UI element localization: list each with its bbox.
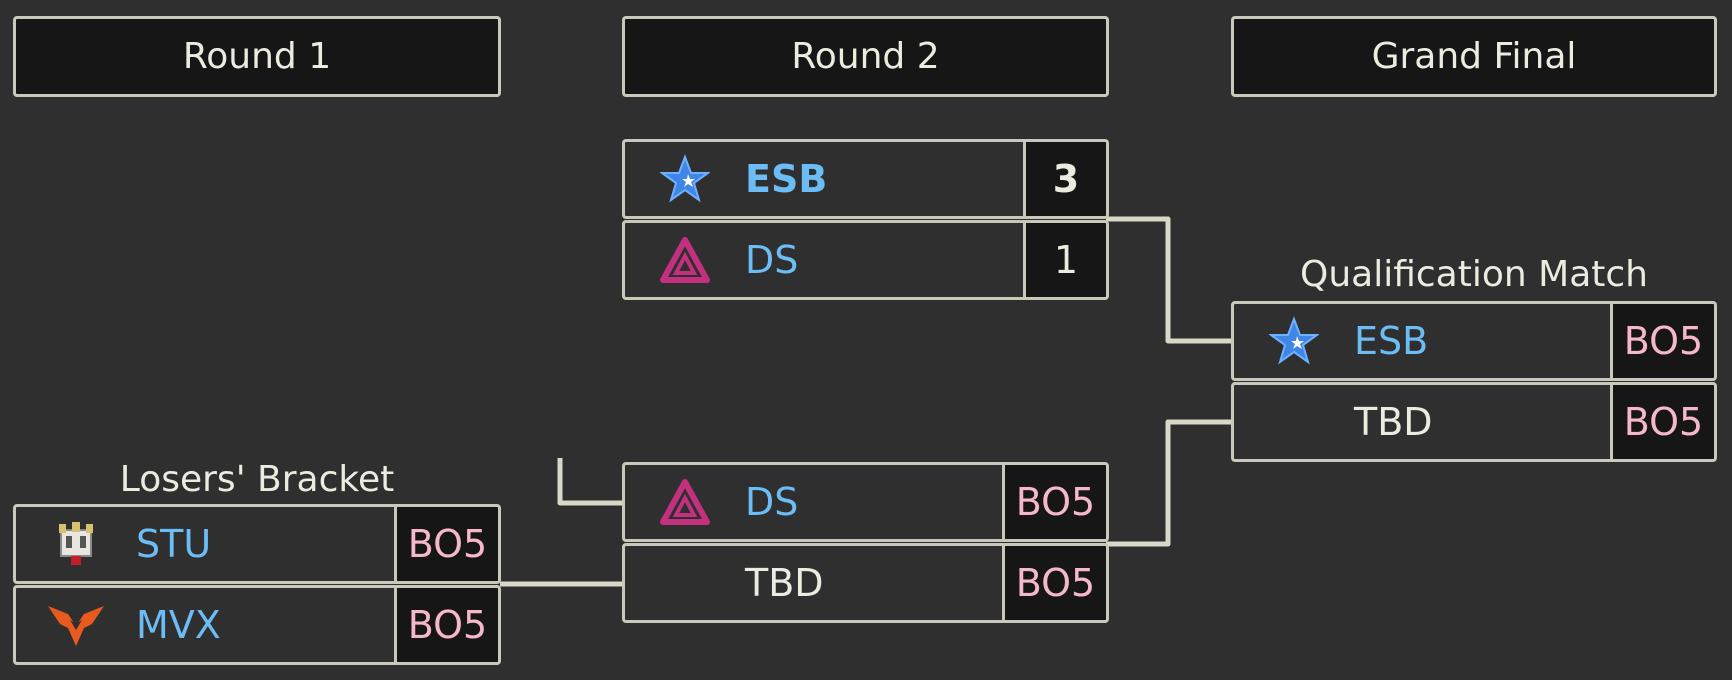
round-2-header: Round 2 <box>622 16 1109 97</box>
castle-crest-icon <box>16 507 136 581</box>
star-icon <box>625 142 745 216</box>
team-name: ESB <box>745 157 828 201</box>
grand-final-title: Grand Final <box>1371 36 1577 77</box>
qualification-team2-slot[interactable]: TBD BO5 <box>1231 382 1717 462</box>
upper-match-team2-slot[interactable]: DS 1 <box>622 220 1109 300</box>
connector-upper-to-final <box>1106 216 1233 344</box>
losers-r1-team2-slot[interactable]: MVX BO5 <box>13 585 501 665</box>
empty-logo <box>625 546 745 620</box>
upper-match-team1-slot[interactable]: ESB 3 <box>622 139 1109 219</box>
team-name: DS <box>745 238 799 282</box>
qualification-caption: Qualification Match <box>1300 254 1648 295</box>
round-1-header: Round 1 <box>13 16 501 97</box>
team-name: ESB <box>1354 319 1429 363</box>
triangle-icon <box>625 465 745 539</box>
losers-bracket-caption: Losers' Bracket <box>119 459 395 500</box>
team-name: TBD <box>1354 400 1433 444</box>
team-score: 3 <box>1023 142 1106 216</box>
grand-final-header: Grand Final <box>1231 16 1717 97</box>
best-of-label: BO5 <box>1002 546 1106 620</box>
team-score: 1 <box>1023 223 1106 297</box>
triangle-icon <box>625 223 745 297</box>
losers-r2-team1-slot[interactable]: DS BO5 <box>622 462 1109 542</box>
wings-icon <box>16 588 136 662</box>
empty-logo <box>1234 385 1354 459</box>
team-name: STU <box>136 522 212 566</box>
connector-feed-losers-r2 <box>557 458 625 506</box>
losers-r1-team1-slot[interactable]: STU BO5 <box>13 504 501 584</box>
team-name: MVX <box>136 603 221 647</box>
round-1-title: Round 1 <box>182 36 332 77</box>
best-of-label: BO5 <box>394 507 498 581</box>
best-of-label: BO5 <box>1002 465 1106 539</box>
losers-r2-team2-slot[interactable]: TBD BO5 <box>622 543 1109 623</box>
best-of-label: BO5 <box>394 588 498 662</box>
team-name: TBD <box>745 561 824 605</box>
team-name: DS <box>745 480 799 524</box>
best-of-label: BO5 <box>1610 385 1714 459</box>
connector-losers-r2-to-final <box>1106 419 1233 547</box>
round-2-title: Round 2 <box>791 36 940 77</box>
star-icon <box>1234 304 1354 378</box>
qualification-team1-slot[interactable]: ESB BO5 <box>1231 301 1717 381</box>
best-of-label: BO5 <box>1610 304 1714 378</box>
